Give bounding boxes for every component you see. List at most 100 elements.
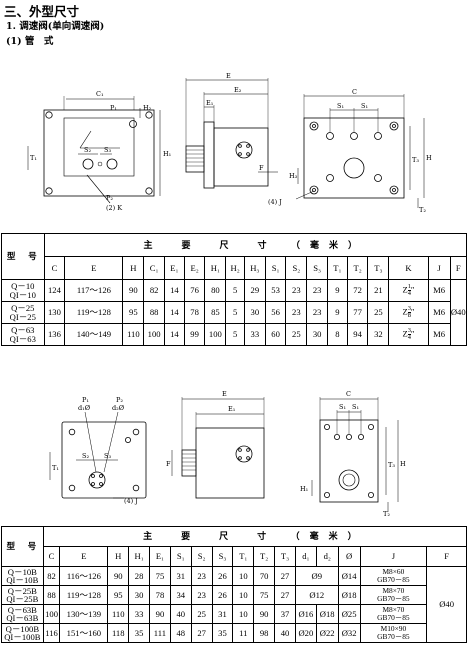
bolt-size: M10×90 — [380, 623, 407, 633]
dim-label: H₃ — [289, 172, 298, 180]
dim-label: d₁Ø — [78, 404, 90, 412]
table-cell: 90 — [122, 279, 145, 302]
dim-label: C — [352, 88, 357, 96]
column-header: F — [449, 256, 467, 280]
column-header: S₁ — [264, 256, 287, 280]
column-header-row: C E H C₁ E₁ E₂ H₁ H₂ H₃ S₁ S₂ S₃ T₁ T₂ T… — [2, 256, 467, 280]
table-cell: 80 — [204, 279, 227, 302]
table-cell: 90 — [107, 566, 130, 586]
model-name: QI－63B — [6, 613, 39, 623]
model-name: Q－63 — [11, 325, 35, 335]
table-cell: 5 — [225, 301, 245, 324]
table-cell: 40 — [274, 623, 296, 643]
dim-label: (2) K — [106, 204, 122, 212]
table-cell: 29 — [243, 279, 266, 302]
column-header: S₂ — [285, 256, 308, 280]
model-name: Q－10 — [11, 281, 35, 291]
front-view-plate — [43, 109, 155, 197]
dim-label: T₂ — [419, 206, 426, 214]
table-cell: 82 — [42, 566, 61, 586]
dim-label: S₁ — [352, 403, 359, 411]
table-cell: 56 — [264, 301, 287, 324]
table-cell: 119～128 — [59, 585, 109, 605]
table-cell: 23 — [306, 301, 328, 324]
table-cell: 30 — [243, 301, 266, 324]
table-cell: 98 — [253, 623, 276, 643]
model-name: QI－25 — [9, 311, 36, 322]
table-cell: 33 — [243, 323, 266, 346]
dim-label: S₃ — [104, 452, 111, 460]
dim-label: E — [222, 390, 227, 398]
table-cell: M6 — [427, 301, 451, 324]
table-cell: 60 — [264, 323, 287, 346]
dim-label: H₁ — [300, 485, 309, 493]
port-circle — [106, 158, 118, 170]
front-view-plate — [61, 421, 147, 499]
port-circle — [88, 471, 106, 489]
fraction-denominator: 8 — [407, 312, 411, 319]
model-name: Q－10B — [7, 566, 37, 577]
column-header: T₂ — [346, 256, 369, 280]
rear-main-port — [338, 469, 360, 491]
table-cell: Ø20 — [294, 623, 317, 643]
column-header: C — [43, 256, 66, 280]
dim-label: H₁ — [163, 150, 172, 158]
column-header: Ø — [337, 546, 361, 567]
model-name: Q－63B — [7, 604, 37, 615]
table-cell: 14 — [164, 323, 185, 346]
table-cell: 88 — [143, 301, 165, 324]
bolt-standard: GB70－85 — [377, 632, 410, 641]
column-header: E₂ — [183, 256, 206, 280]
table-cell: 5 — [225, 279, 245, 302]
table-cell: 26 — [211, 585, 234, 605]
table-cell: 10 — [232, 604, 255, 624]
column-header: E₁ — [164, 256, 185, 280]
table-cell: 21 — [367, 279, 390, 302]
dim-label: T₃ — [412, 156, 419, 164]
table-cell: 99 — [183, 323, 206, 346]
table-cell: 23 — [306, 279, 328, 302]
table-cell: 95 — [107, 585, 130, 605]
table-cell: 116～126 — [59, 566, 109, 586]
table-cell: Ø22 — [315, 623, 339, 643]
table-cell: Ø16 — [294, 604, 317, 624]
dim-label: C₁ — [96, 90, 104, 98]
model-name: Q－25B — [7, 585, 37, 596]
column-header: C₁ — [143, 256, 165, 280]
table-cell: 94 — [346, 323, 369, 346]
table-cell: 30 — [128, 585, 151, 605]
table-cell: 124 — [43, 279, 66, 302]
column-header: T₁ — [327, 256, 348, 280]
table-cell: 14 — [164, 279, 185, 302]
dim-label: E₁ — [206, 99, 214, 107]
bolt-size: M8×60 — [382, 566, 405, 576]
dim-label: P₁ — [110, 104, 117, 112]
table-cell: M6 — [427, 279, 451, 302]
dim-label: S₁ — [337, 102, 344, 110]
model-header: 型 号 — [1, 526, 44, 567]
dim-label: T₃ — [388, 461, 395, 469]
table-cell: 23 — [285, 279, 308, 302]
table-cell: 30 — [306, 323, 328, 346]
column-header: H₃ — [243, 256, 266, 280]
table-cell: 31 — [211, 604, 234, 624]
table-cell: Ø14 — [337, 566, 361, 586]
table-cell: 27 — [274, 585, 296, 605]
table-cell: 75 — [253, 585, 276, 605]
table-cell: 151～160 — [59, 623, 109, 643]
table-cell: 26 — [211, 566, 234, 586]
column-header: C — [42, 546, 61, 567]
column-header: H₁ — [128, 546, 151, 567]
column-header: H₂ — [225, 256, 245, 280]
column-header: d₁ — [294, 546, 317, 567]
port-circle — [82, 158, 94, 170]
dimension-table-1: 型 号 主 要 尺 寸 （毫米） C E H C₁ E₁ E₂ H₁ H₂ H₃… — [1, 233, 467, 346]
table-cell: 27 — [190, 623, 213, 643]
bolt-standard: GB70－85 — [377, 575, 410, 584]
